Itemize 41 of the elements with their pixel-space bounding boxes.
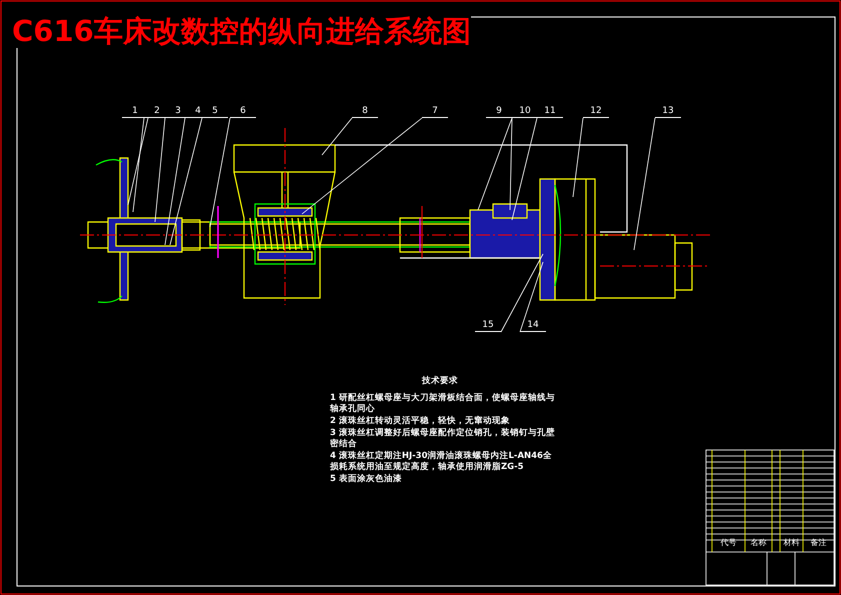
leader-line bbox=[170, 118, 202, 246]
callout-number: 12 bbox=[583, 106, 609, 118]
callout-number: 6 bbox=[230, 106, 256, 118]
callout-number: 13 bbox=[655, 106, 681, 118]
callout-number: 11 bbox=[537, 106, 563, 118]
leader-line bbox=[572, 118, 584, 198]
column-header: 代号 bbox=[720, 538, 738, 548]
requirement-text: 5 表面涂灰色油漆 bbox=[330, 474, 403, 485]
leader-line bbox=[154, 118, 166, 222]
leader-line bbox=[132, 118, 144, 212]
requirement-text: 4 滚珠丝杠定期注HJ-30润滑油滚珠螺母内注L-AN46全损耗系统用油至规定高度，轴承使用润滑脂ZG-5 bbox=[330, 451, 553, 473]
callout-number: 2 bbox=[144, 106, 170, 118]
leader-line bbox=[478, 118, 512, 210]
requirements-heading: 技术要求 bbox=[420, 376, 459, 387]
column-header: 名称 bbox=[750, 538, 768, 548]
callout-number: 9 bbox=[486, 106, 512, 118]
leader-line bbox=[500, 254, 544, 332]
leader-line bbox=[210, 118, 230, 228]
drawing-title: C616车床改数控的纵向进给系统图 bbox=[12, 14, 471, 48]
leader-line bbox=[128, 118, 148, 206]
requirement-text: 1 研配丝杠螺母座与大刀架滑板结合面，使螺母座轴线与轴承孔同心 bbox=[330, 393, 555, 415]
leader-line bbox=[302, 118, 422, 214]
leader-line bbox=[520, 262, 544, 332]
column-header: 备注 bbox=[810, 538, 828, 548]
leader-line bbox=[510, 118, 512, 210]
leader-line bbox=[512, 118, 538, 220]
callout-number: 7 bbox=[422, 106, 448, 118]
callout-number: 1 bbox=[122, 106, 148, 118]
column-header: 材料 bbox=[782, 538, 800, 548]
leader-line bbox=[164, 118, 186, 246]
requirement-text: 2 滚珠丝杠转动灵活平稳，轻快，无窜动现象 bbox=[330, 416, 511, 427]
callout-number: 15 bbox=[475, 320, 501, 332]
callout-number: 3 bbox=[165, 106, 191, 118]
callout-number: 4 bbox=[185, 106, 211, 118]
leader-line bbox=[634, 118, 656, 250]
requirement-text: 3 滚珠丝杠调整好后螺母座配作定位销孔，装销钉与孔壁密结合 bbox=[330, 428, 555, 450]
callout-number: 14 bbox=[520, 320, 546, 332]
callout-number: 8 bbox=[352, 106, 378, 118]
callout-number: 5 bbox=[202, 106, 228, 118]
callout-number: 10 bbox=[512, 106, 538, 118]
leader-line bbox=[322, 118, 352, 156]
